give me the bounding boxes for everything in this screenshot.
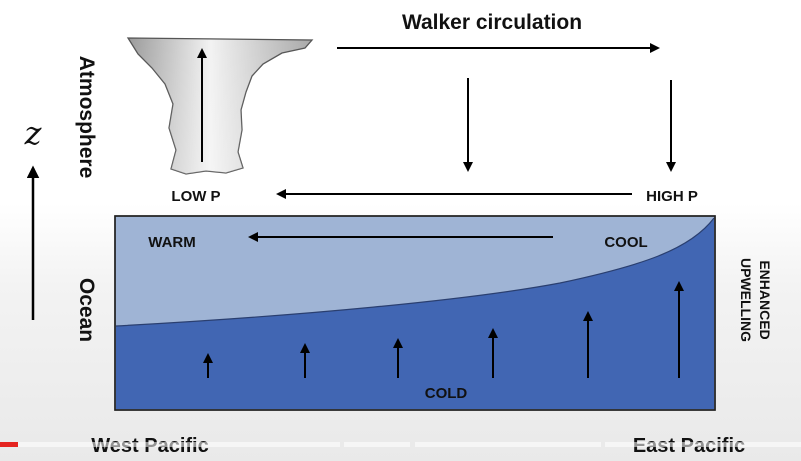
video-progress-bar[interactable] — [0, 439, 801, 448]
thermocline-line — [115, 217, 715, 327]
ocean-cross-section — [114, 215, 716, 411]
cold-label: COLD — [425, 385, 468, 402]
progress-segment — [344, 442, 410, 447]
diagram-title: Walker circulation — [402, 11, 582, 34]
enhanced-label: ENHANCED — [757, 260, 773, 339]
convective-cloud-icon — [126, 37, 314, 175]
progress-segment — [0, 442, 340, 447]
progress-segment — [415, 442, 601, 447]
video-progress-fill — [0, 442, 18, 447]
high-pressure-label: HIGH P — [646, 188, 698, 205]
atmosphere-label: Atmosphere — [75, 56, 98, 179]
z-axis-label: z — [24, 114, 43, 152]
ocean-label: Ocean — [75, 278, 98, 342]
cold-deep-layer — [116, 218, 714, 409]
upwelling-label: UPWELLING — [738, 258, 754, 342]
cool-label: COOL — [604, 234, 647, 251]
warm-label: WARM — [148, 234, 196, 251]
progress-segment — [605, 442, 801, 447]
low-pressure-label: LOW P — [171, 188, 220, 205]
